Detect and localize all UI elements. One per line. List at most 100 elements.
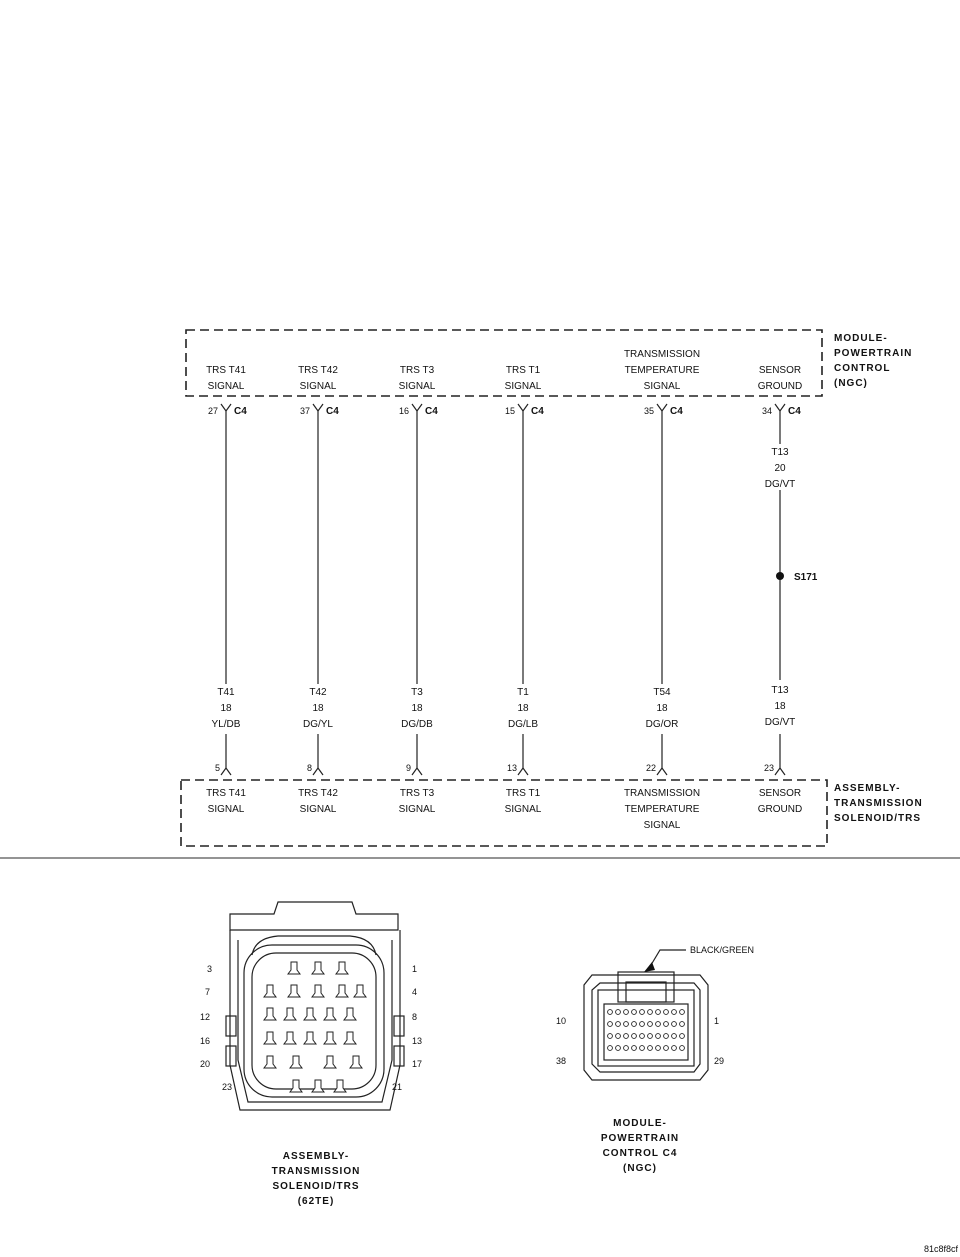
pin-cavity <box>647 1033 653 1039</box>
bottom-function-label: SIGNAL <box>505 804 542 815</box>
svg-text:POWERTRAIN: POWERTRAIN <box>834 348 912 359</box>
wire-label: T13 <box>771 685 789 696</box>
assembly-transmission-solenoid-title: ASSEMBLY- TRANSMISSION SOLENOID/TRS <box>834 783 923 824</box>
wire-label: DG/VT <box>765 479 796 490</box>
bottom-pin-number: 5 <box>215 763 220 773</box>
terminal-cavity <box>311 1079 325 1093</box>
pin-cavity <box>679 1009 685 1015</box>
wire-label: DG/VT <box>765 717 796 728</box>
transmission-solenoid-right-pin-labels: 1 4 8 13 17 21 <box>392 964 422 1092</box>
pin-cavity <box>607 1009 613 1015</box>
pin-cavity <box>663 1009 669 1015</box>
bottom-function-label: SIGNAL <box>644 820 681 831</box>
wire-label: 18 <box>220 703 232 714</box>
terminal-cavity <box>335 961 349 975</box>
svg-text:38: 38 <box>556 1056 566 1066</box>
svg-text:(62TE): (62TE) <box>298 1196 335 1207</box>
splice-label: S171 <box>794 572 818 583</box>
terminal-cavity <box>349 1055 363 1069</box>
terminal-cavity <box>311 961 325 975</box>
bottom-cavity-symbol <box>411 766 423 776</box>
top-function-label: SIGNAL <box>644 381 681 392</box>
wire-label: DG/DB <box>401 719 433 730</box>
wire-label: 18 <box>656 703 668 714</box>
wire-label: 20 <box>774 463 786 474</box>
pin-cavity <box>639 1045 645 1051</box>
svg-text:21: 21 <box>392 1082 402 1092</box>
bottom-function-label: TRS T1 <box>506 788 541 799</box>
pin-cavity <box>663 1045 669 1051</box>
terminal-cavity <box>283 1007 297 1021</box>
pin-cavity <box>631 1009 637 1015</box>
top-function-label: TRS T42 <box>298 365 338 376</box>
connector-id: C4 <box>234 406 247 417</box>
pin-cavity <box>631 1021 637 1027</box>
bottom-function-label: TRS T3 <box>400 788 435 799</box>
pin-cavity <box>623 1033 629 1039</box>
top-cavity-symbol <box>312 403 324 413</box>
connector-id: C4 <box>670 406 683 417</box>
pin-cavity <box>679 1033 685 1039</box>
pin-cavity <box>671 1045 677 1051</box>
terminal-cavity <box>353 984 367 998</box>
svg-text:ASSEMBLY-: ASSEMBLY- <box>283 1151 349 1162</box>
top-pin-number: 34 <box>762 406 772 416</box>
terminal-cavity <box>283 1031 297 1045</box>
transmission-solenoid-left-pin-labels: 3 7 12 16 20 23 <box>200 964 232 1092</box>
wire-label: 18 <box>517 703 529 714</box>
svg-text:17: 17 <box>412 1059 422 1069</box>
module-powertrain-control-title: MODULE- POWERTRAIN CONTROL (NGC) <box>834 333 912 389</box>
bottom-function-label: TEMPERATURE <box>625 804 700 815</box>
top-cavity-symbol <box>517 403 529 413</box>
wire-label: DG/LB <box>508 719 538 730</box>
pin-cavity <box>671 1021 677 1027</box>
pin-cavity <box>663 1021 669 1027</box>
svg-text:10: 10 <box>556 1016 566 1026</box>
terminal-cavity <box>289 1079 303 1093</box>
terminal-cavity <box>287 961 301 975</box>
pin-cavity <box>615 1033 621 1039</box>
terminal-cavity <box>303 1007 317 1021</box>
terminal-cavity <box>323 1031 337 1045</box>
bottom-pin-number: 8 <box>307 763 312 773</box>
svg-text:CONTROL C4: CONTROL C4 <box>603 1148 678 1159</box>
bottom-cavity-symbol <box>656 766 668 776</box>
svg-text:MODULE-: MODULE- <box>613 1118 667 1129</box>
svg-text:4: 4 <box>412 987 417 997</box>
bottom-function-label: SIGNAL <box>208 804 245 815</box>
bottom-pin-number: 22 <box>646 763 656 773</box>
pin-cavity <box>623 1021 629 1027</box>
pin-cavity <box>639 1033 645 1039</box>
terminal-cavity <box>263 1055 277 1069</box>
svg-text:12: 12 <box>200 1012 210 1022</box>
svg-text:BLACK/GREEN: BLACK/GREEN <box>690 945 754 955</box>
top-pin-number: 37 <box>300 406 310 416</box>
bottom-cavity-symbol <box>517 766 529 776</box>
svg-text:ASSEMBLY-: ASSEMBLY- <box>834 783 900 794</box>
terminal-cavity <box>323 1055 337 1069</box>
wire-label: 18 <box>774 701 786 712</box>
transmission-solenoid-connector-drawing <box>225 901 405 1111</box>
top-pin-number: 16 <box>399 406 409 416</box>
bottom-function-label: GROUND <box>758 804 802 815</box>
terminal-cavity <box>289 1055 303 1069</box>
svg-text:SOLENOID/TRS: SOLENOID/TRS <box>272 1181 359 1192</box>
wire-label: 18 <box>312 703 324 714</box>
terminal-cavity <box>303 1031 317 1045</box>
svg-text:TRANSMISSION: TRANSMISSION <box>272 1166 361 1177</box>
pcm-c4-connector-title: MODULE- POWERTRAIN CONTROL C4 (NGC) <box>601 1118 678 1174</box>
svg-text:TRANSMISSION: TRANSMISSION <box>834 798 923 809</box>
wire-label: T1 <box>517 687 529 698</box>
terminal-cavity <box>263 984 277 998</box>
wire-label: T42 <box>309 687 327 698</box>
pin-cavity <box>655 1009 661 1015</box>
bottom-function-label: SENSOR <box>759 788 801 799</box>
svg-text:3: 3 <box>207 964 212 974</box>
wire-label: YL/DB <box>212 719 241 730</box>
terminal-cavity <box>263 1031 277 1045</box>
pin-cavity <box>655 1045 661 1051</box>
top-function-label: TEMPERATURE <box>625 365 700 376</box>
